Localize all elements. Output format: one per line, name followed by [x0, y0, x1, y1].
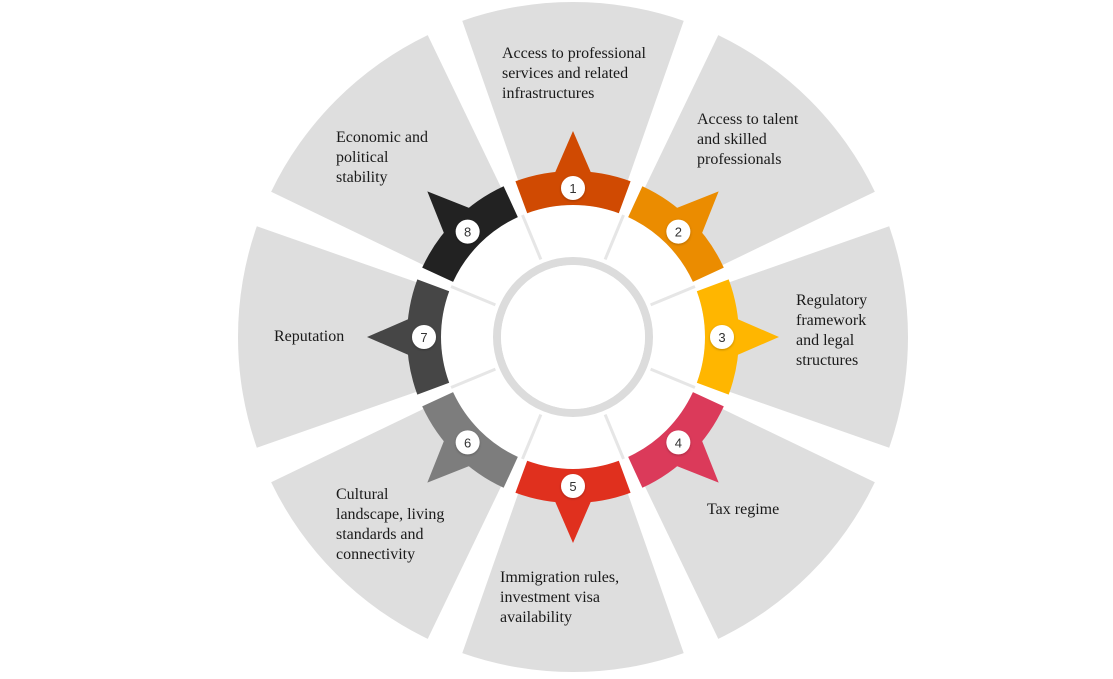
factor-label-6: Cultural landscape, living standards and co… — [336, 485, 444, 565]
number-badge-3: 3 — [710, 325, 734, 349]
badge-number: 7 — [420, 330, 427, 345]
badge-circle — [666, 219, 691, 244]
inner-spoke-3 — [650, 367, 696, 389]
number-badge-7: 7 — [412, 325, 436, 349]
badge-circle — [455, 430, 480, 455]
outer-segment-5 — [462, 448, 684, 672]
factor-label-line: professionals — [697, 151, 782, 168]
number-badge-2: 2 — [666, 219, 691, 244]
factor-label-line: and skilled — [697, 131, 767, 148]
pointer-arrow-8 — [427, 191, 471, 235]
pointer-arrow-7 — [367, 318, 411, 356]
badge-number: 8 — [464, 225, 471, 240]
inner-spoke-7 — [450, 285, 496, 307]
badge-number: 4 — [675, 435, 682, 450]
number-badges: 1 2 3 4 5 6 7 8 — [412, 176, 734, 498]
inner-spoke-4 — [603, 414, 625, 460]
factor-label-line: Economic and — [336, 129, 428, 146]
pointer-arrow-3 — [735, 318, 779, 356]
factor-label-line: political — [336, 149, 389, 166]
factor-label-line: landscape, living — [336, 506, 445, 523]
factor-label-line: Immigration rules, — [500, 569, 620, 586]
badge-circle — [455, 219, 480, 244]
outer-segment-7 — [237, 226, 462, 448]
factor-label-line: Access to professional — [502, 45, 646, 62]
pointer-arrow-5 — [554, 499, 592, 543]
factor-label-2: Access to talent and skilled professionals — [697, 110, 798, 170]
inner-spoke-8 — [521, 214, 543, 260]
outer-segment-1 — [462, 2, 684, 226]
factor-label-line: Cultural — [336, 486, 389, 503]
factor-label-line: Regulatory — [796, 292, 868, 309]
badge-number: 6 — [464, 435, 471, 450]
badge-circle — [412, 325, 436, 349]
factor-label-line: availability — [500, 609, 572, 626]
inner-spoke-1 — [603, 214, 625, 260]
factor-label-line: stability — [336, 169, 388, 186]
number-badge-4: 4 — [666, 430, 691, 455]
badge-number: 5 — [569, 479, 576, 494]
factor-label-line: Reputation — [274, 328, 345, 345]
badge-number: 1 — [569, 181, 576, 196]
outer-segment-3 — [684, 226, 909, 448]
pointer-arrow-6 — [427, 439, 471, 483]
factor-label-line: infrastructures — [502, 85, 595, 102]
factor-label-8: Economic and political stability — [336, 128, 428, 188]
badge-number: 2 — [675, 225, 682, 240]
badge-circle — [710, 325, 734, 349]
number-badge-1: 1 — [561, 176, 585, 200]
factor-label-4: Tax regime — [707, 500, 779, 520]
number-badge-6: 6 — [455, 430, 480, 455]
pointer-arrow-2 — [675, 191, 719, 235]
factor-label-3: Regulatory framework and legal structures — [796, 291, 867, 371]
badge-number: 3 — [718, 330, 725, 345]
factor-label-line: framework — [796, 312, 867, 329]
pointer-arrow-1 — [554, 131, 592, 175]
factor-label-1: Access to professional services and relat… — [502, 44, 646, 104]
badge-circle — [561, 474, 585, 498]
inner-spoke-5 — [521, 414, 543, 460]
center-ring — [493, 257, 653, 417]
factor-label-line: services and related — [502, 65, 629, 82]
center-ring-circle — [493, 257, 653, 417]
factor-label-7: Reputation — [274, 327, 344, 347]
factor-label-5: Immigration rules, investment visa availab… — [500, 568, 619, 628]
center-disc — [501, 265, 645, 409]
factor-label-line: connectivity — [336, 546, 416, 563]
number-badge-8: 8 — [455, 219, 480, 244]
factor-label-line: structures — [796, 352, 859, 369]
factor-label-line: Tax regime — [707, 501, 780, 518]
number-badge-5: 5 — [561, 474, 585, 498]
factor-label-line: standards and — [336, 526, 424, 543]
inner-spoke-6 — [450, 367, 496, 389]
pointer-arrow-4 — [675, 439, 719, 483]
factor-label-line: Access to talent — [697, 111, 799, 128]
factor-label-line: and legal — [796, 332, 855, 349]
badge-circle — [561, 176, 585, 200]
factor-label-line: investment visa — [500, 589, 600, 606]
badge-circle — [666, 430, 691, 455]
inner-spoke-2 — [650, 285, 696, 307]
